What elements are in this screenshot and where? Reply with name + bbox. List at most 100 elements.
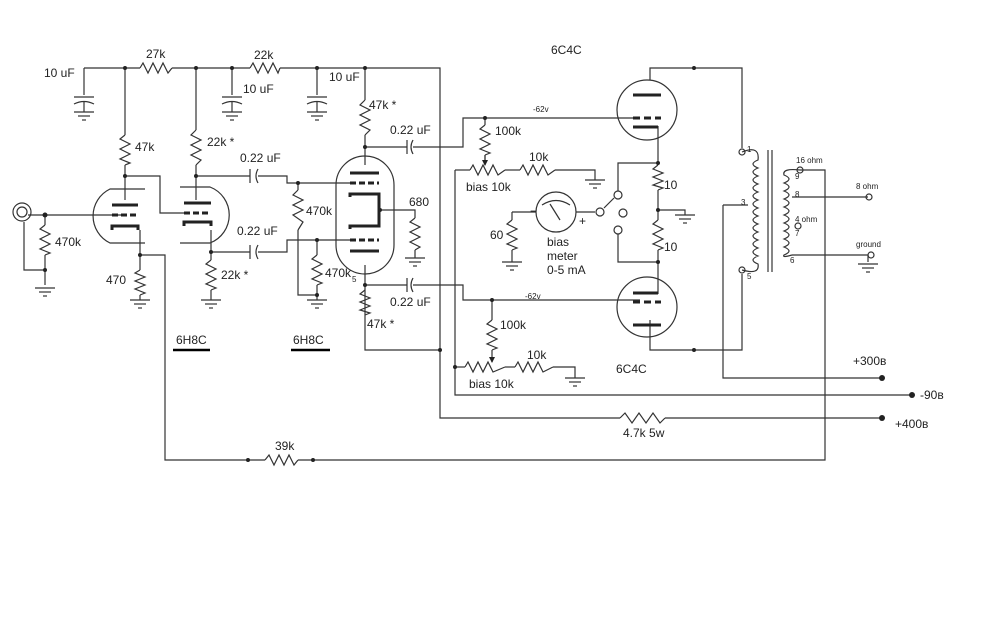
label-c022-4: 0.22 uF xyxy=(390,295,431,309)
tube-label-6c4c-top: 6C4C xyxy=(551,43,582,57)
label-pin8: 8 xyxy=(795,190,800,199)
label-16-ohm: 16 ohm xyxy=(796,156,823,165)
resistor-10k-top xyxy=(519,163,556,177)
junction-dots xyxy=(42,66,915,462)
label-8-ohm: 8 ohm xyxy=(856,182,879,191)
resistor-47k xyxy=(118,134,132,166)
tube-6c4c-top xyxy=(616,79,678,141)
resistor-470k-grid1 xyxy=(291,189,305,231)
resistor-47k-cathode xyxy=(358,289,372,316)
label-meter-plus: + xyxy=(579,214,586,228)
bias-meter xyxy=(535,191,577,233)
resistor-47k-plate xyxy=(358,99,372,136)
label-10-top: 10 xyxy=(664,178,678,192)
resistor-22k-cathode xyxy=(204,259,218,291)
resistor-10k-bot xyxy=(514,360,554,374)
label-10k-bot: 10k xyxy=(527,348,547,362)
capacitor-10uf-2 xyxy=(221,96,243,121)
label-plus300v: +300в xyxy=(853,354,886,368)
potentiometer-bias-top[interactable] xyxy=(469,163,506,177)
label-meter-minus: − xyxy=(530,204,537,218)
capacitor-022uf-2 xyxy=(249,244,259,260)
label-pin3: 3 xyxy=(741,198,746,207)
resistor-470-cathode xyxy=(133,269,147,296)
terminal-300v xyxy=(879,375,885,381)
capacitors xyxy=(73,96,414,293)
label-470k-input: 470k xyxy=(55,235,82,249)
resistor-470k-input xyxy=(38,224,52,256)
resistor-10-top xyxy=(651,164,665,191)
label-470k-grid2: 470k xyxy=(325,266,352,280)
label-meter-3: 0-5 mA xyxy=(547,263,586,277)
resistor-680 xyxy=(408,217,422,251)
label-27k: 27k xyxy=(146,47,166,61)
label-pin5: 5 xyxy=(352,275,357,284)
label-pin1: 1 xyxy=(747,145,752,154)
capacitor-022uf-1 xyxy=(249,168,259,184)
label-c022-2: 0.22 uF xyxy=(237,224,278,238)
capacitor-10uf-1 xyxy=(73,96,95,121)
resistor-10-bot xyxy=(651,219,665,251)
tube-label-6h8c-2: 6H8C xyxy=(293,333,324,347)
resistor-39k xyxy=(264,453,299,467)
label-bias-voltage-bot: -62v xyxy=(525,292,541,301)
tube-label-6h8c-1: 6H8C xyxy=(176,333,207,347)
resistor-60 xyxy=(505,219,519,251)
resistor-22k-top xyxy=(249,61,281,75)
label-680: 680 xyxy=(409,195,429,209)
label-meter-2: meter xyxy=(547,249,578,263)
label-60: 60 xyxy=(490,228,504,242)
label-c-right: 10 uF xyxy=(329,70,360,84)
label-100k-top: 100k xyxy=(495,124,522,138)
label-39k: 39k xyxy=(275,439,295,453)
label-4-ohm: 4 ohm xyxy=(795,215,818,224)
label-100k-bot: 100k xyxy=(500,318,527,332)
meter-selector-switch[interactable] xyxy=(595,190,628,235)
tube-6h8c-3 xyxy=(335,155,395,275)
tube-6c4c-bot xyxy=(616,276,678,338)
ground-symbols xyxy=(34,179,879,387)
label-10k-top: 10k xyxy=(529,150,549,164)
label-47k-plate: 47k * xyxy=(369,98,397,112)
capacitor-022uf-4 xyxy=(406,277,414,293)
label-47k: 47k xyxy=(135,140,155,154)
label-22k-plate: 22k * xyxy=(207,135,235,149)
terminal-minus90v xyxy=(909,392,915,398)
resistor-22k-plate xyxy=(189,129,203,166)
label-pin5t: 5 xyxy=(747,272,752,281)
label-bias-pot-bot: bias 10k xyxy=(469,377,515,391)
label-plus400v: +400в xyxy=(895,417,928,431)
label-c022-3: 0.22 uF xyxy=(390,123,431,137)
potentiometer-bias-bot[interactable] xyxy=(464,360,506,374)
output-transformer xyxy=(738,148,875,274)
label-c-in: 10 uF xyxy=(44,66,75,80)
wires xyxy=(23,67,912,461)
resistors xyxy=(38,61,666,467)
input-jack[interactable] xyxy=(12,202,32,222)
resistor-27k xyxy=(139,61,173,75)
labels: 10 uF 27k 22k 10 uF 10 uF 47k 22k * 47k … xyxy=(44,43,944,453)
label-pin9: 9 xyxy=(795,172,800,181)
label-ground: ground xyxy=(856,240,881,249)
label-c022-1: 0.22 uF xyxy=(240,151,281,165)
label-470: 470 xyxy=(106,273,126,287)
label-c-mid: 10 uF xyxy=(243,82,274,96)
terminal-400v xyxy=(879,415,885,421)
label-10-bot: 10 xyxy=(664,240,678,254)
label-pin6: 6 xyxy=(790,256,795,265)
label-470k-grid1: 470k xyxy=(306,204,333,218)
label-22k-cathode: 22k * xyxy=(221,268,249,282)
capacitor-10uf-3 xyxy=(306,96,328,121)
tube-label-6c4c-bot: 6C4C xyxy=(616,362,647,376)
label-4.7k-5w: 4.7k 5w xyxy=(623,426,665,440)
label-22k-top: 22k xyxy=(254,48,274,62)
label-bias-voltage-top: -62v xyxy=(533,105,549,114)
label-pin7: 7 xyxy=(795,229,800,238)
label-minus90v: -90в xyxy=(920,388,944,402)
resistor-100k-bot xyxy=(485,319,499,351)
tube-6h8c-1 xyxy=(92,188,145,244)
label-meter-1: bias xyxy=(547,235,569,249)
resistor-470k-grid2 xyxy=(310,254,324,286)
